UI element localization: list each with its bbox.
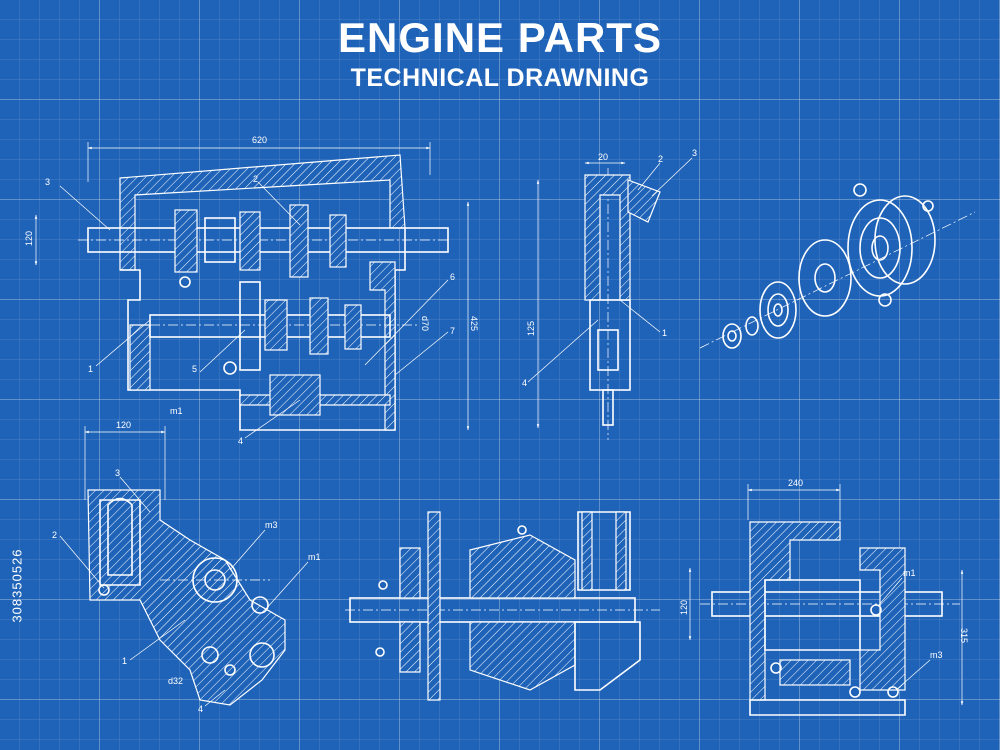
injector-callout-4: 4 — [522, 378, 527, 388]
bracket-drawing: 120 2 3 1 4 m3 m1 d32 — [52, 420, 321, 714]
injector-callout-1: 1 — [662, 328, 667, 338]
gearbox-dim-width: 620 — [252, 135, 267, 145]
bracket-callout-4: 4 — [198, 704, 203, 714]
gearbox-dim-left: 120 — [24, 231, 34, 246]
gearbox-callout-6: 6 — [450, 272, 455, 282]
gearbox-callout-7: 7 — [450, 326, 455, 336]
bracket-note-m1: m1 — [308, 552, 321, 562]
pump-drawing: 240 120 315 m1 m3 — [679, 478, 969, 716]
page-subtitle: TECHNICAL DRAWNING — [350, 64, 650, 92]
gearbox-note: m1 — [170, 406, 183, 416]
pump-note-m1: m1 — [903, 568, 916, 578]
pump-dim-top: 240 — [788, 478, 803, 488]
injector-callout-2: 2 — [658, 154, 663, 164]
page-title: ENGINE PARTS — [338, 14, 662, 61]
injector-dim-height: 125 — [526, 321, 536, 336]
bracket-dim-top: 120 — [116, 420, 131, 430]
gearbox-dim-height: 425 — [469, 316, 479, 331]
gearbox-callout-3: 3 — [45, 177, 50, 187]
gearbox-drawing: 620 120 425 d70 — [24, 135, 479, 446]
pump-dim-right: 315 — [959, 628, 969, 643]
gearbox-callout-5: 5 — [192, 364, 197, 374]
gearbox-callout-2: 2 — [253, 174, 258, 184]
pump-note-m3: m3 — [930, 650, 943, 660]
gearbox-callout-4: 4 — [238, 436, 243, 446]
injector-dim-top: 20 — [598, 152, 608, 162]
alternator-exploded-drawing — [699, 183, 976, 349]
bracket-callout-3: 3 — [115, 468, 120, 478]
injector-callout-3: 3 — [692, 148, 697, 158]
bracket-callout-1: 1 — [122, 656, 127, 666]
pump-dim-left: 120 — [679, 600, 689, 615]
injector-drawing: 20 125 4 1 2 3 — [522, 148, 697, 440]
bracket-note-m3: m3 — [265, 520, 278, 530]
shaft-assembly-drawing — [345, 511, 660, 701]
gearbox-callout-1: 1 — [88, 364, 93, 374]
bracket-callout-2: 2 — [52, 530, 57, 540]
gearbox-dim-bore: d70 — [420, 316, 430, 331]
bracket-note-d32: d32 — [168, 676, 183, 686]
